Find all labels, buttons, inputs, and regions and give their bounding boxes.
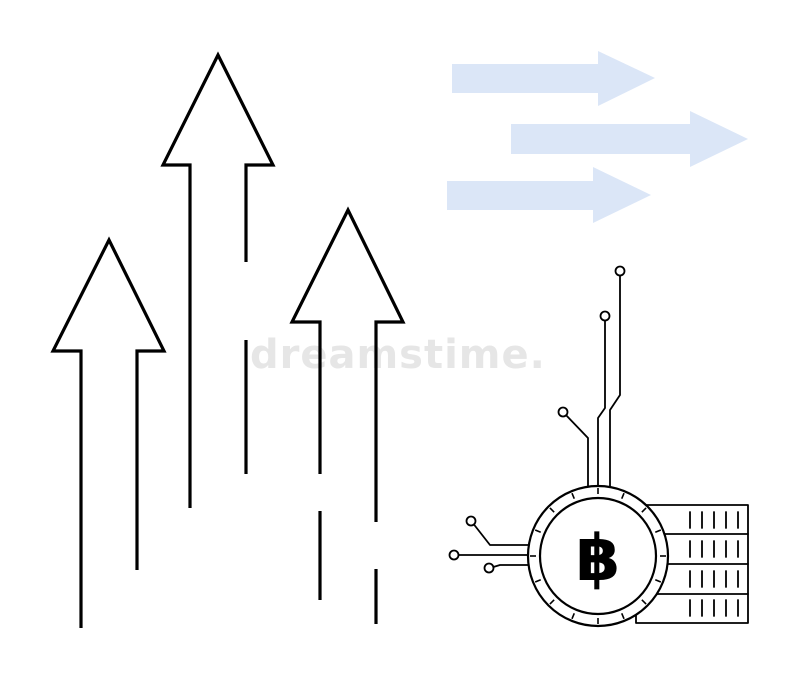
- up-arrows-group: [50, 51, 406, 628]
- coin-rim-tick: [654, 578, 662, 583]
- coin-rim-tick: [549, 507, 555, 513]
- right-arrow-icon: [511, 111, 748, 167]
- coin-rim-tick: [534, 529, 542, 534]
- coin-rim-tick: [654, 529, 662, 534]
- coin-rim-tick: [571, 612, 576, 620]
- up-arrow-icon: [160, 51, 276, 508]
- right-arrows-group: [447, 51, 748, 223]
- up-arrow-icon: [289, 206, 406, 624]
- bitcoin-coin-icon: ฿: [526, 484, 670, 628]
- coin-rim-tick: [571, 492, 576, 500]
- coin-rim-tick: [534, 578, 542, 583]
- circuit-traces-icon: [448, 265, 626, 574]
- right-arrow-icon: [447, 167, 651, 223]
- watermark-text: dreamstime.: [250, 332, 546, 378]
- coin-rim-tick: [549, 599, 555, 605]
- coin-rim-ticks: [530, 488, 666, 624]
- up-arrow-icon: [50, 236, 167, 628]
- coin-rim-tick: [641, 599, 647, 605]
- coin-rim-tick: [620, 612, 625, 620]
- bitcoin-symbol: ฿: [576, 522, 621, 596]
- right-arrow-icon: [452, 51, 655, 106]
- coin-rim-tick: [641, 507, 647, 513]
- coin-rim-tick: [620, 492, 625, 500]
